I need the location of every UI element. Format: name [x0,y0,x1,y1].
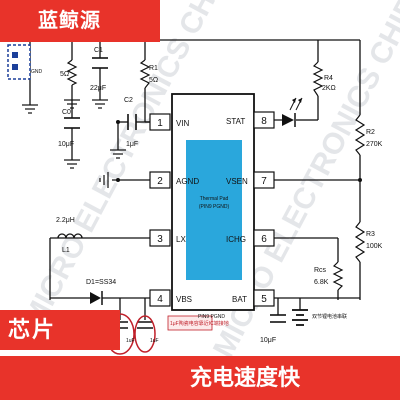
resistor-rcs-value: 6.8K [314,279,329,286]
resistor-r2 [354,114,366,156]
svg-text:VBS: VBS [176,295,192,304]
svg-text:AGND: AGND [176,177,199,186]
resistor-rcs [332,261,344,291]
ic-pin-4: 4 VBS [149,289,192,307]
capacitor-out-value: 10μF [260,337,276,344]
svg-text:7: 7 [261,176,267,187]
ic-pin-7: 7 VSEN [226,171,275,189]
resistor-r2-label: R2 [366,129,375,136]
pin9-label: PIN9 PGND [198,314,225,320]
callout-cap-a-value: 1uF [126,338,135,344]
brand-name: 蓝鲸源 [38,10,101,32]
thermal-pad-subtitle: (PIN9 PGND) [199,204,230,210]
category-banner: 芯片 [0,310,120,350]
callout-box [167,315,213,331]
ic-pin-5: 5 BAT [232,289,275,307]
resistor-r3 [354,221,366,263]
resistor-r1-value: 5Ω [149,77,158,84]
capacitor-c0-label: C0 [62,109,71,116]
gnd-tag: GND [31,69,43,75]
resistor-r3-label: R3 [366,231,375,238]
ic-pin-3: 3 LX [149,229,186,247]
svg-text:6: 6 [261,234,267,245]
resistor-5ohm [66,59,78,86]
ic-pin-6: 6 ICHG [226,229,275,247]
resistor-r2-value: 270K [366,141,383,148]
callout-cap-b-value: 1uF [150,338,159,344]
junction-dot [358,178,362,182]
callout-text: 1μF陶瓷电容靠近IC端接地 [170,320,229,327]
svg-text:2: 2 [157,176,163,187]
resistor-5ohm-value: 5Ω [60,71,69,78]
inductor-value: 2.2μH [56,217,75,224]
diode-d1 [90,291,103,305]
svg-text:3: 3 [157,234,163,245]
ground-symbol [22,99,126,188]
ic-pin-2: 2 AGND [149,171,199,189]
capacitor-c1 [92,57,108,69]
svg-text:5: 5 [261,294,267,305]
capacitor-c2-label: C2 [124,97,133,104]
capacitor-c2-value: 1μF [126,141,138,148]
svg-text:4: 4 [157,294,163,305]
led-indicator [282,97,303,127]
resistor-r3-value: 100K [366,243,383,250]
callout-circle-b [134,315,156,353]
svg-text:VSEN: VSEN [226,177,248,186]
feature-label: 充电速度快 [190,365,301,390]
junction-dot [116,178,120,182]
feature-banner: 充电速度快 [0,356,400,400]
capacitor-c0-value: 10μF [58,141,74,148]
inductor-label: L1 [62,247,70,254]
resistor-rcs-label: Rcs [314,267,327,274]
ic-pin-1: 1 VIN [149,113,190,131]
thermal-pad-title: Thermal Pad [200,196,229,202]
resistor-r4 [312,61,324,97]
inductor-l1 [57,233,83,239]
svg-text:ICHG: ICHG [226,235,246,244]
resistor-r1 [139,59,151,89]
thermal-pad [186,140,242,280]
battery-label: 双节锂电池串联 [312,313,347,320]
resistor-r1-label: R1 [149,65,158,72]
capacitor-c2 [127,114,137,130]
input-connector: GND [7,44,43,80]
capacitor-out [270,314,286,323]
category-label: 芯片 [8,317,57,342]
svg-text:VIN: VIN [176,119,190,128]
resistor-r4-value: 2KΩ [322,85,336,92]
svg-text:8: 8 [261,116,267,127]
battery-symbol [292,309,308,326]
ic-pin-8: 8 STAT [226,111,275,129]
capacitor-c0 [64,117,80,129]
capacitor-c1-value: 22μF [90,85,106,92]
brand-banner: 蓝鲸源 [0,0,160,42]
svg-text:STAT: STAT [226,117,245,126]
resistor-r4-label: R4 [324,75,333,82]
svg-text:1: 1 [157,118,163,129]
svg-text:BAT: BAT [232,295,247,304]
junction-dot [116,120,120,124]
capacitor-c1-label: C1 [94,47,103,54]
diode-label: D1=SS34 [86,279,116,286]
svg-text:LX: LX [176,235,186,244]
